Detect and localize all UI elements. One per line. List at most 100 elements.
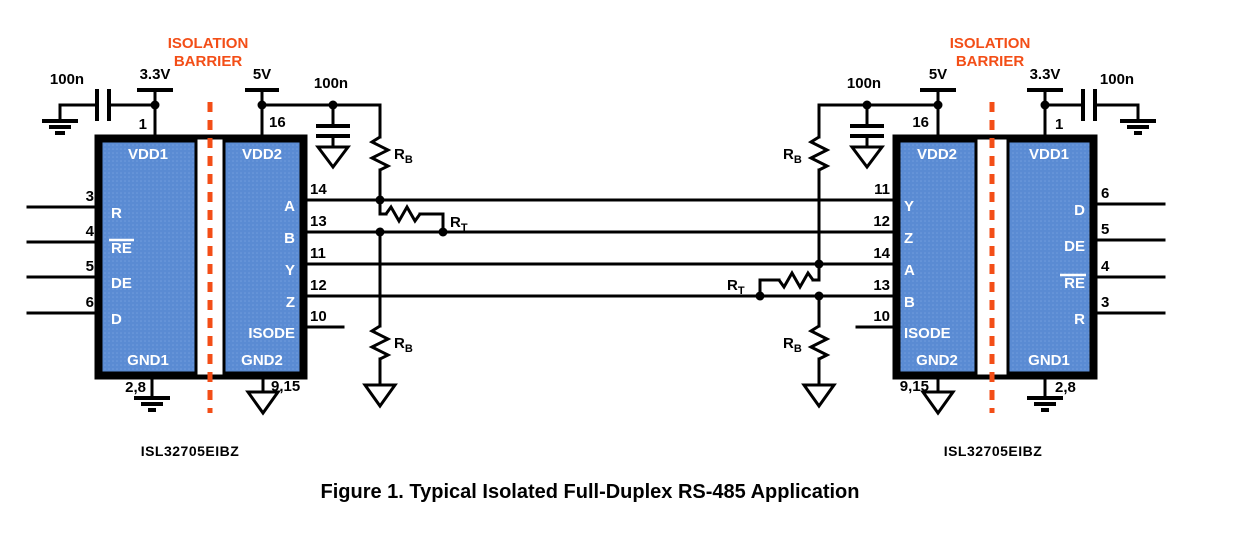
pin-label-d: D	[111, 311, 122, 328]
gnd1-pins-label: 2,8	[1055, 379, 1076, 396]
right-3v3-supply: 3.3V 1	[1027, 66, 1063, 142]
pin-number-11: 11	[310, 245, 326, 262]
chip-bus-panel	[897, 139, 978, 375]
pin-number-5: 5	[86, 258, 94, 275]
left-logic-bypass-circuit: 100n	[42, 71, 157, 135]
pin-number-3: 3	[1101, 294, 1109, 311]
pin-label-de: DE	[1064, 238, 1085, 255]
pin-number-6: 6	[86, 294, 94, 311]
figure-caption: Figure 1. Typical Isolated Full-Duplex R…	[321, 481, 860, 503]
junction-dots	[150, 100, 1050, 301]
junction-dot	[328, 100, 338, 110]
right-logic-bypass-circuit: 100n	[1043, 71, 1156, 135]
pin-label-de: DE	[111, 275, 132, 292]
right-termination-resistor: RT	[727, 262, 821, 298]
junction-dot	[375, 227, 385, 237]
pin-label-r: R	[111, 205, 122, 222]
iso-ground-icon	[362, 383, 398, 409]
gnd2-pins-label: 9,15	[271, 378, 300, 395]
junction-dot	[438, 227, 448, 237]
earth-ground-icon	[42, 103, 78, 135]
rb-label-main: R	[394, 335, 405, 352]
pin-number-1: 1	[1055, 116, 1063, 133]
pin-label-y: Y	[904, 198, 914, 215]
gnd1-label: GND1	[127, 352, 169, 369]
barrier-label: BARRIER	[174, 53, 243, 70]
rb-label-sub: B	[794, 343, 802, 355]
cap-value-label: 100n	[314, 75, 348, 92]
junction-dot	[933, 100, 943, 110]
rt-label: RT	[727, 277, 745, 297]
resistor-icon	[384, 203, 422, 225]
pin-label-re: RE	[1064, 275, 1085, 292]
part-number-label: ISL32705EIBZ	[141, 443, 240, 459]
isolation-label: ISOLATION	[168, 35, 249, 52]
pin-number-10: 10	[310, 308, 327, 325]
junction-dot	[375, 195, 385, 205]
rb-label: RB	[783, 146, 802, 166]
supply-5v-label: 5V	[929, 66, 947, 83]
left-transceiver-chip: VDD1 VDD2 GND1 GND2 R RE DE D A B Y Z IS…	[26, 134, 345, 459]
gnd2-pins-label: 9,15	[900, 378, 929, 395]
vdd1-label: VDD1	[128, 146, 168, 163]
chip-bus-panel	[222, 139, 303, 375]
right-bias-resistor-bottom: RB	[783, 294, 837, 409]
left-bus-bypass-cap: 100n	[314, 75, 351, 170]
junction-dot	[814, 259, 824, 269]
iso-ground-icon	[315, 145, 351, 170]
resistor-icon	[368, 135, 392, 172]
iso-ground-icon	[245, 390, 281, 416]
wire	[758, 278, 781, 298]
rb-label-main: R	[394, 146, 405, 163]
earth-ground-icon	[1120, 103, 1156, 135]
left-termination-resistor: RT	[378, 198, 468, 234]
iso-ground-icon	[920, 390, 956, 416]
supply-3v3-label: 3.3V	[140, 66, 171, 83]
junction-dot	[814, 291, 824, 301]
pin-number-12: 12	[873, 213, 890, 230]
gnd1-label: GND1	[1028, 352, 1070, 369]
rb-label-sub: B	[794, 154, 802, 166]
resistor-icon	[807, 135, 831, 172]
pin-number-5: 5	[1101, 221, 1109, 238]
rb-label-sub: B	[405, 343, 413, 355]
iso-ground-icon	[849, 145, 885, 170]
pin-label-a: A	[904, 262, 915, 279]
isolation-label: ISOLATION	[950, 35, 1031, 52]
cap-value-label: 100n	[1100, 71, 1134, 88]
pin-number-4: 4	[86, 223, 95, 240]
supply-5v-label: 5V	[253, 66, 271, 83]
pin-label-isode: ISODE	[904, 325, 951, 342]
isolation-barrier-right: ISOLATION BARRIER	[950, 35, 1031, 413]
wire	[418, 212, 445, 234]
resistor-icon	[807, 324, 831, 361]
pin-label-b: B	[904, 294, 915, 311]
vdd1-label: VDD1	[1029, 146, 1069, 163]
pin-number-11: 11	[874, 181, 890, 198]
rb-label: RB	[394, 335, 413, 355]
left-bias-resistor-top: RB	[368, 103, 413, 202]
left-5v-supply: 5V 16	[245, 66, 382, 142]
pin-label-r: R	[1074, 311, 1085, 328]
junction-dot	[257, 100, 267, 110]
pin-number-16: 16	[912, 114, 929, 131]
gnd2-label: GND2	[241, 352, 283, 369]
pin-number-12: 12	[310, 277, 327, 294]
pin-label-z: Z	[286, 294, 295, 311]
rb-label: RB	[783, 335, 802, 355]
rb-label-main: R	[783, 335, 794, 352]
right-bias-resistor-top: RB	[783, 103, 831, 266]
pin-number-4: 4	[1101, 258, 1110, 275]
pin-number-1: 1	[139, 116, 147, 133]
vdd2-label: VDD2	[917, 146, 957, 163]
wire	[811, 262, 821, 282]
junction-dot	[755, 291, 765, 301]
pin-label-z: Z	[904, 230, 913, 247]
pin-number-13: 13	[873, 277, 890, 294]
pin-label-b: B	[284, 230, 295, 247]
part-number-label: ISL32705EIBZ	[944, 443, 1043, 459]
rs485-bus-lines	[301, 198, 899, 298]
rt-label-sub: T	[461, 222, 468, 234]
